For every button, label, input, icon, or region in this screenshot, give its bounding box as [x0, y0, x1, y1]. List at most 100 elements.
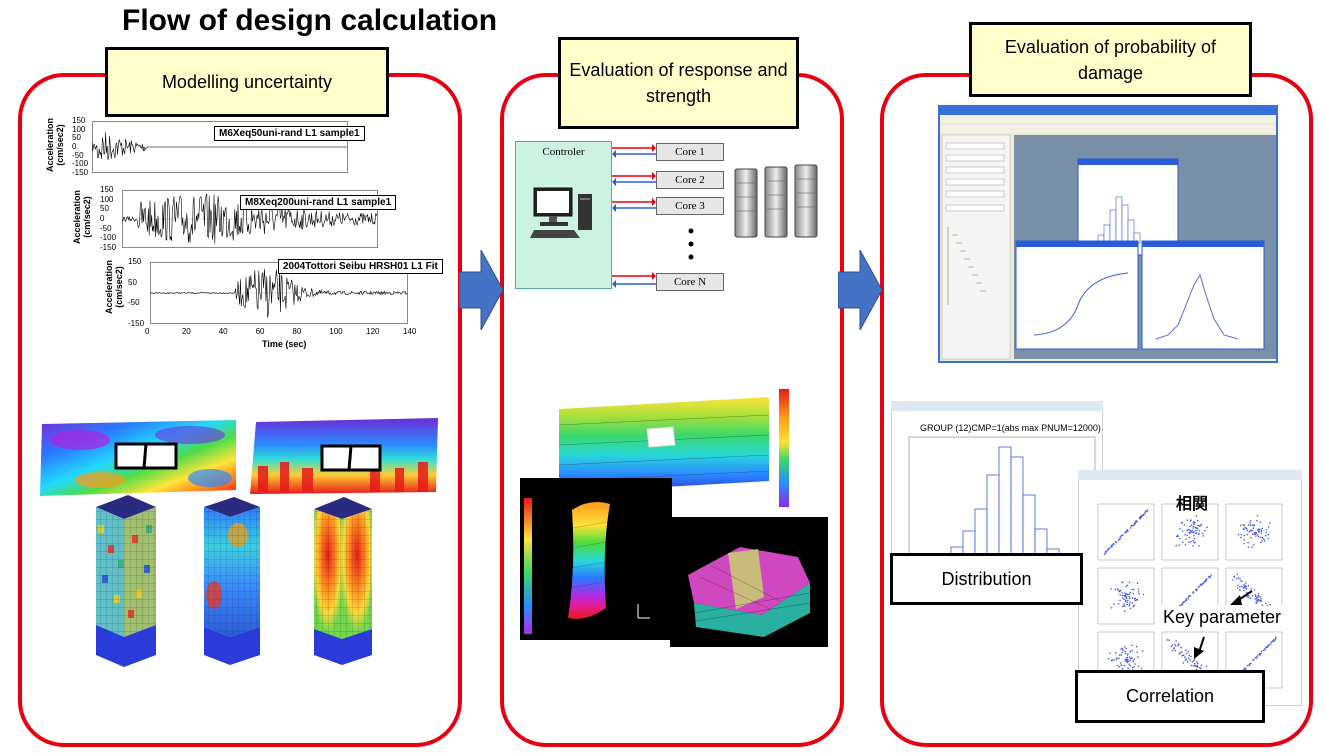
- scatter-point: [1129, 659, 1131, 662]
- scatter-point: [1184, 659, 1187, 661]
- scatter-point: [1243, 534, 1246, 537]
- scatter-point: [1119, 538, 1121, 540]
- scatter-point: [1196, 661, 1198, 663]
- scatter-point: [1133, 666, 1135, 668]
- scatter-point: [1121, 534, 1124, 536]
- scatter-point: [1254, 595, 1257, 597]
- scatter-point: [1188, 654, 1190, 657]
- scatter-point: [1204, 529, 1206, 532]
- scatter-point: [1178, 643, 1180, 646]
- scatter-point: [1124, 593, 1127, 595]
- scatter-point: [1117, 588, 1119, 591]
- scatter-point: [1192, 521, 1195, 523]
- scatter-point: [1131, 588, 1133, 591]
- scatter-point: [1233, 575, 1236, 578]
- scatter-point: [1201, 532, 1204, 535]
- scatter-point: [1186, 519, 1189, 521]
- scatter-point: [1126, 599, 1129, 602]
- scatter-point: [1265, 531, 1267, 534]
- scatter-point: [1170, 645, 1173, 648]
- uncertainty-field-2: [250, 418, 438, 494]
- scatter-point: [1189, 532, 1191, 534]
- scatter-point: [1180, 522, 1183, 524]
- scatter-point: [1123, 598, 1125, 600]
- scatter-point: [1243, 583, 1245, 586]
- scatter-point: [1193, 658, 1196, 660]
- scatter-point: [1133, 604, 1135, 607]
- fe-deformed-result: [670, 517, 828, 647]
- scatter-point: [1261, 527, 1264, 530]
- scatter-point: [1193, 523, 1195, 526]
- scatter-point: [1256, 534, 1259, 536]
- scatter-point: [1208, 576, 1211, 579]
- scatter-point: [1142, 593, 1145, 596]
- scatter-point: [1179, 537, 1181, 540]
- scatter-point: [1253, 658, 1255, 661]
- scatter-point: [1248, 663, 1251, 665]
- scatter-point: [1135, 645, 1138, 648]
- scatter-point: [1266, 646, 1268, 648]
- correlation-label: Correlation: [1075, 670, 1265, 723]
- scatter-point: [1246, 529, 1248, 532]
- scatter-point: [1194, 541, 1196, 544]
- scatter-point: [1142, 514, 1145, 516]
- scatter-point: [1188, 536, 1191, 539]
- scatter-point: [1114, 588, 1117, 591]
- scatter-point: [1243, 668, 1245, 670]
- scatter-point: [1250, 530, 1252, 532]
- waveform-ytick: 100: [100, 194, 114, 204]
- scatter-point: [1257, 599, 1260, 601]
- scatter-point: [1237, 587, 1239, 589]
- scatter-point: [1192, 525, 1195, 528]
- waveform-ytick: 150: [128, 257, 142, 266]
- scatter-point: [1126, 603, 1128, 606]
- scatter-point: [1129, 591, 1132, 594]
- scatter-point: [1136, 582, 1139, 584]
- scatter-point: [1210, 574, 1212, 576]
- scatter-point: [1179, 528, 1181, 530]
- scatter-point: [1192, 539, 1195, 542]
- scatter-point: [1121, 592, 1123, 594]
- scatter-point: [1247, 546, 1250, 549]
- waveform-xtick: 140: [403, 327, 417, 336]
- waveform-ytick: -150: [100, 243, 117, 252]
- scatter-point: [1141, 650, 1144, 652]
- waveform-xtick: 60: [255, 327, 265, 336]
- scatter-point: [1129, 607, 1132, 610]
- scatter-point: [1116, 664, 1119, 667]
- scatter-point: [1232, 579, 1234, 581]
- scatter-point: [1196, 666, 1199, 669]
- scatter-point: [1200, 664, 1203, 667]
- column-models: [96, 495, 372, 667]
- scatter-point: [1137, 591, 1140, 593]
- scatter-point: [1128, 596, 1131, 598]
- scatter-point: [1196, 519, 1199, 522]
- scatter-point: [1124, 599, 1127, 601]
- scatter-point: [1189, 530, 1192, 532]
- scatter-point: [1175, 645, 1177, 647]
- scatter-point: [1118, 590, 1121, 592]
- scatter-point: [1192, 531, 1195, 534]
- scatter-point: [1118, 654, 1121, 656]
- scatter-point: [1177, 535, 1179, 538]
- probability-label: Evaluation of probability of damage: [969, 22, 1252, 97]
- scatter-point: [1254, 533, 1257, 536]
- waveform-ytick: -50: [72, 150, 84, 160]
- scatter-point: [1256, 596, 1258, 599]
- waveform-ytick: 0: [100, 214, 105, 223]
- scatter-point: [1107, 547, 1110, 550]
- scatter-point: [1250, 537, 1252, 539]
- waveform-3-ylabel: Acceleration(cm/sec2): [104, 259, 124, 314]
- scatter-point: [1194, 588, 1197, 591]
- scatter-point: [1190, 541, 1192, 543]
- scatter-point: [1240, 536, 1242, 539]
- scatter-point: [1129, 650, 1131, 653]
- scatter-point: [1119, 599, 1121, 602]
- waveform-ytick: -100: [100, 233, 117, 243]
- scatter-point: [1104, 552, 1107, 554]
- scatter-point: [1107, 549, 1110, 551]
- scatter-point: [1193, 537, 1196, 540]
- scatter-point: [1178, 544, 1181, 546]
- scatter-point: [1127, 658, 1129, 661]
- scatter-point: [1127, 660, 1130, 663]
